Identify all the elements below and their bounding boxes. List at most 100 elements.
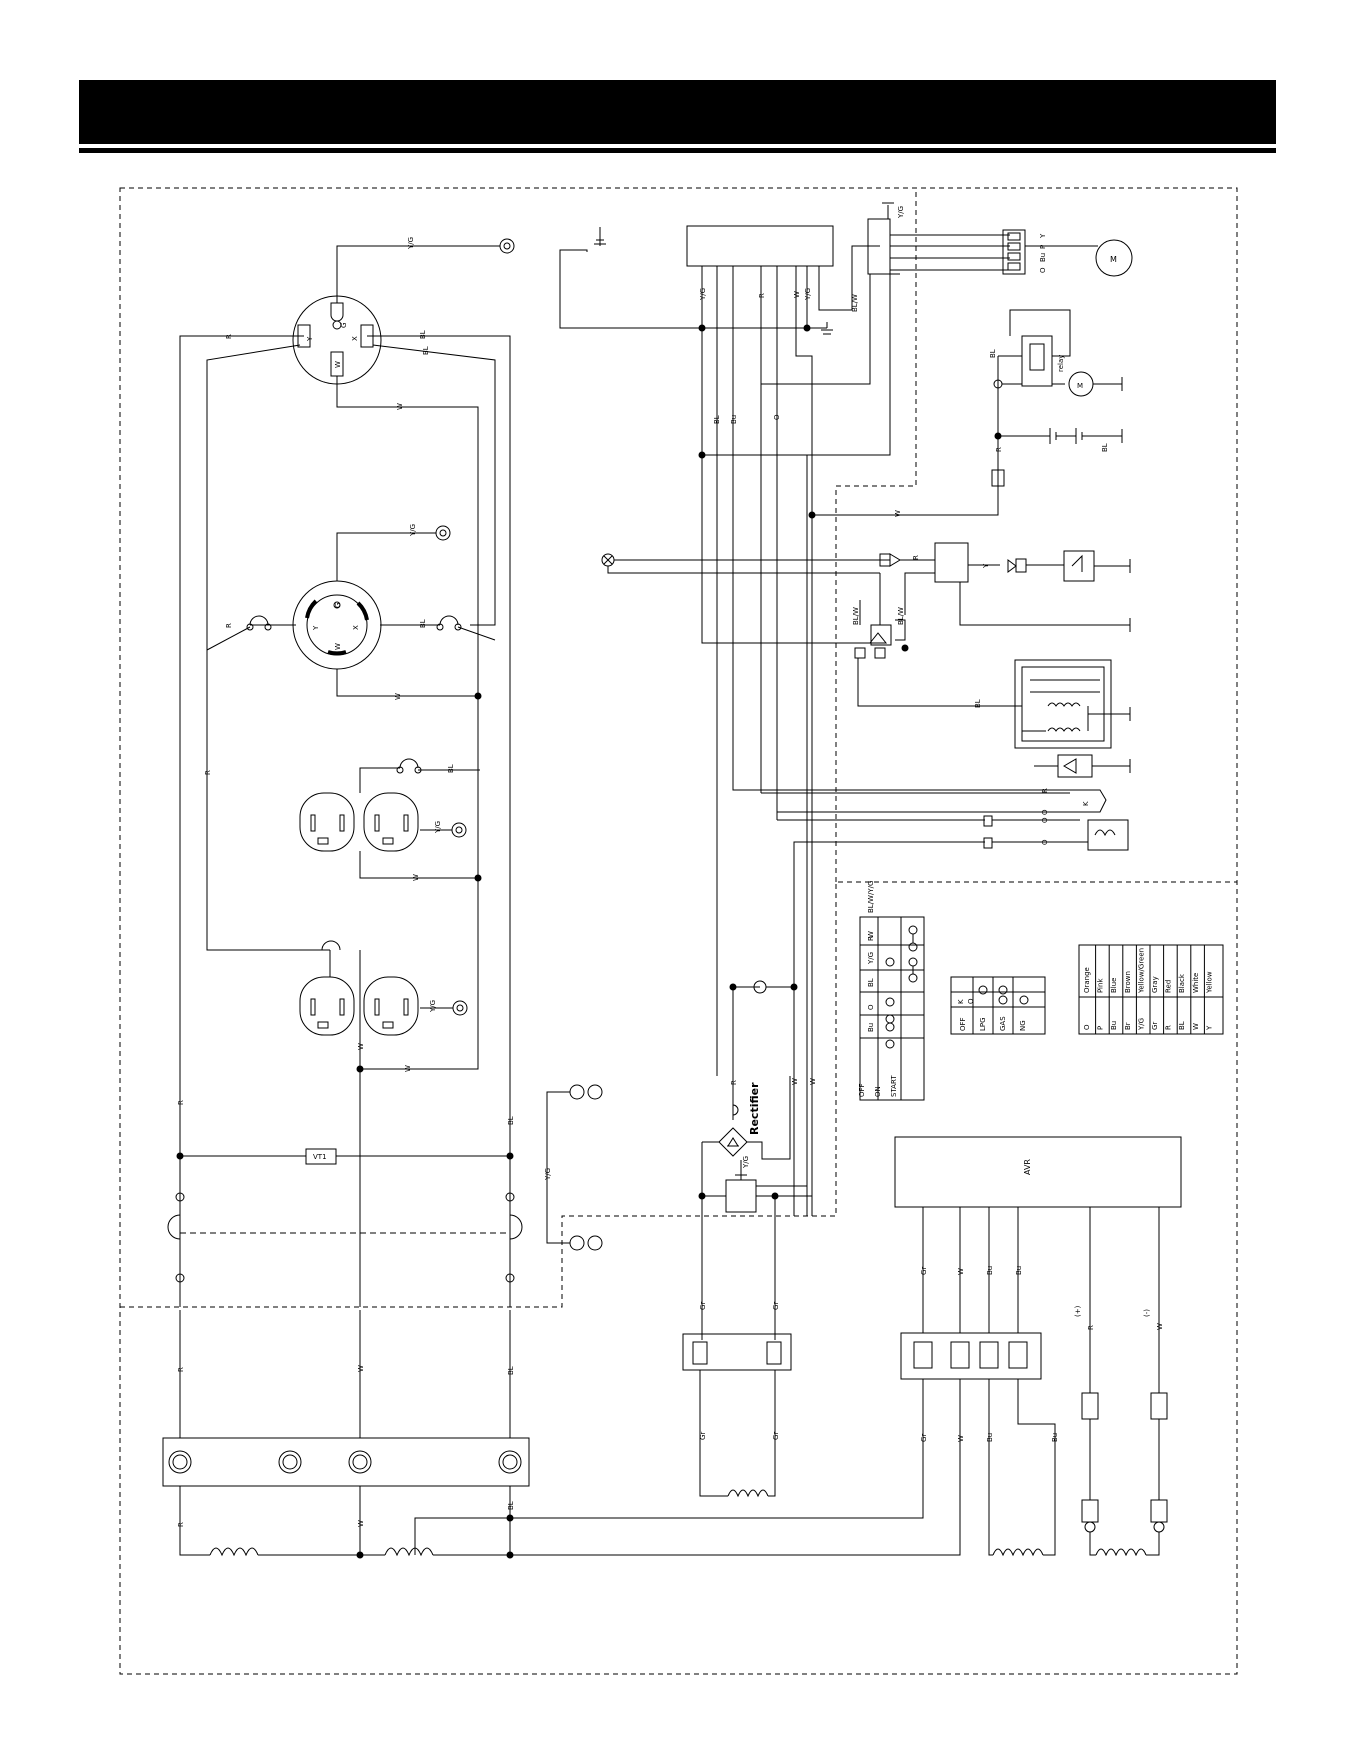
svg-text:BL: BL [989, 349, 997, 358]
svg-text:BL: BL [974, 699, 982, 708]
svg-text:O: O [1039, 267, 1047, 273]
svg-text:W: W [412, 874, 420, 881]
svg-text:BL: BL [507, 1116, 515, 1125]
svg-text:Y/G: Y/G [434, 821, 442, 834]
twist-lock-receptacle-mid: G Y X W [292, 580, 382, 670]
legend-name-9: Yellow [1205, 971, 1213, 994]
svg-text:BL: BL [419, 619, 427, 628]
svg-text:Y: Y [982, 563, 990, 569]
legend-name-4: Yellow/Green [1137, 948, 1145, 994]
ignition-col-0: Bu [867, 1023, 875, 1032]
svg-text:BL: BL [713, 415, 721, 424]
positive-label: (+) [1074, 1305, 1082, 1317]
svg-text:W: W [809, 1078, 817, 1085]
svg-text:K: K [1082, 801, 1090, 806]
wire-color-legend: OOrangePPinkBuBlueBrBrownY/GYellow/Green… [1078, 944, 1224, 1035]
legend-name-2: Blue [1110, 978, 1118, 994]
svg-text:R: R [225, 334, 233, 339]
ignition-col-1: O [867, 1004, 875, 1010]
svg-text:BL/W: BL/W [897, 607, 905, 625]
svg-text:Y: Y [1039, 233, 1047, 239]
svg-text:R: R [995, 447, 1003, 452]
legend-code-3: Br [1124, 1022, 1132, 1030]
svg-text:W: W [357, 1520, 365, 1527]
fuel-row-2: GAS [999, 1016, 1007, 1031]
svg-text:W: W [334, 643, 342, 650]
avr-area: AVR (+) (-) [894, 1136, 1182, 1557]
legend-name-1: Pink [1097, 978, 1105, 993]
svg-text:BL: BL [422, 346, 430, 355]
svg-text:Bu: Bu [986, 1433, 994, 1442]
svg-text:R: R [177, 1367, 185, 1372]
legend-name-7: Black [1178, 973, 1186, 993]
relay-label: relay [1057, 355, 1065, 372]
duplex-receptacle-lower [299, 976, 419, 1036]
legend-name-3: Brown [1124, 971, 1132, 993]
svg-text:O: O [1041, 809, 1049, 815]
legend-name-0: Orange [1083, 967, 1091, 993]
svg-text:W: W [394, 693, 402, 700]
rectifier-label: Rectifier [748, 1082, 761, 1135]
avr-label: AVR [1023, 1159, 1032, 1175]
svg-text:X: X [352, 625, 360, 630]
legend-code-0: O [1083, 1024, 1091, 1030]
svg-text:Bu: Bu [986, 1266, 994, 1275]
legend-code-9: Y [1205, 1025, 1213, 1031]
legend-code-1: P [1097, 1026, 1105, 1030]
svg-text:Gr: Gr [772, 1432, 780, 1440]
fuel-col-0: K [957, 999, 965, 1004]
svg-text:BL: BL [419, 330, 427, 339]
svg-text:W: W [357, 1365, 365, 1372]
svg-text:W: W [957, 1435, 965, 1442]
wire-code-labels: R BL BL Y/G W Y/G R BL W R BL Y/G W Y/G … [177, 206, 1164, 1527]
svg-text:Y: Y [312, 625, 320, 631]
svg-text:Y/G: Y/G [804, 288, 812, 301]
legend-code-2: Bu [1110, 1021, 1118, 1030]
ignition-col-2: BL [867, 978, 875, 987]
svg-text:BL: BL [447, 764, 455, 773]
legend-code-5: Gr [1151, 1022, 1159, 1030]
ignition-col-5: W [867, 931, 875, 938]
svg-text:Bu: Bu [1015, 1266, 1023, 1275]
svg-text:R: R [225, 623, 233, 628]
svg-text:R: R [730, 1080, 738, 1085]
header-bar [79, 80, 1276, 144]
ground-terminals [435, 238, 603, 1251]
svg-text:BL: BL [507, 1501, 515, 1510]
svg-text:W: W [793, 291, 801, 298]
svg-text:P: P [1039, 245, 1047, 249]
svg-text:Y/G: Y/G [429, 1000, 437, 1013]
legend-code-7: BL [1178, 1021, 1186, 1030]
svg-text:Bu: Bu [730, 415, 738, 424]
header-rule [79, 148, 1276, 153]
motor-label: M [1110, 255, 1117, 264]
legend-name-6: Red [1165, 980, 1173, 993]
duplex-receptacle-upper [299, 792, 419, 852]
legend-code-8: W [1192, 1023, 1200, 1030]
twist-lock-receptacle-top: Y X W G [292, 295, 382, 385]
ignition-col-4: R [867, 936, 875, 941]
svg-text:X: X [351, 336, 359, 341]
ignition-row-0: OFF [858, 1083, 866, 1097]
svg-text:W: W [396, 403, 404, 410]
starter-area: M relay M [867, 202, 1133, 487]
svg-text:O: O [773, 414, 781, 420]
svg-text:R: R [204, 770, 212, 775]
svg-text:R: R [1041, 788, 1049, 793]
svg-text:R: R [177, 1522, 185, 1527]
fuel-row-1: LPG [979, 1017, 987, 1031]
svg-text:Gr: Gr [699, 1432, 707, 1440]
svg-text:Gr: Gr [920, 1267, 928, 1275]
legend-code-6: R [1165, 1025, 1173, 1030]
svg-text:Y/G: Y/G [699, 288, 707, 301]
svg-text:M: M [1077, 382, 1083, 390]
svg-text:BL: BL [507, 1366, 515, 1375]
output-terminal-block [162, 1424, 961, 1559]
svg-text:Gr: Gr [772, 1302, 780, 1310]
svg-text:Gr: Gr [920, 1434, 928, 1442]
ignition-row-2: START [890, 1075, 898, 1097]
svg-text:Y/G: Y/G [897, 206, 905, 219]
svg-text:G: G [334, 603, 342, 608]
